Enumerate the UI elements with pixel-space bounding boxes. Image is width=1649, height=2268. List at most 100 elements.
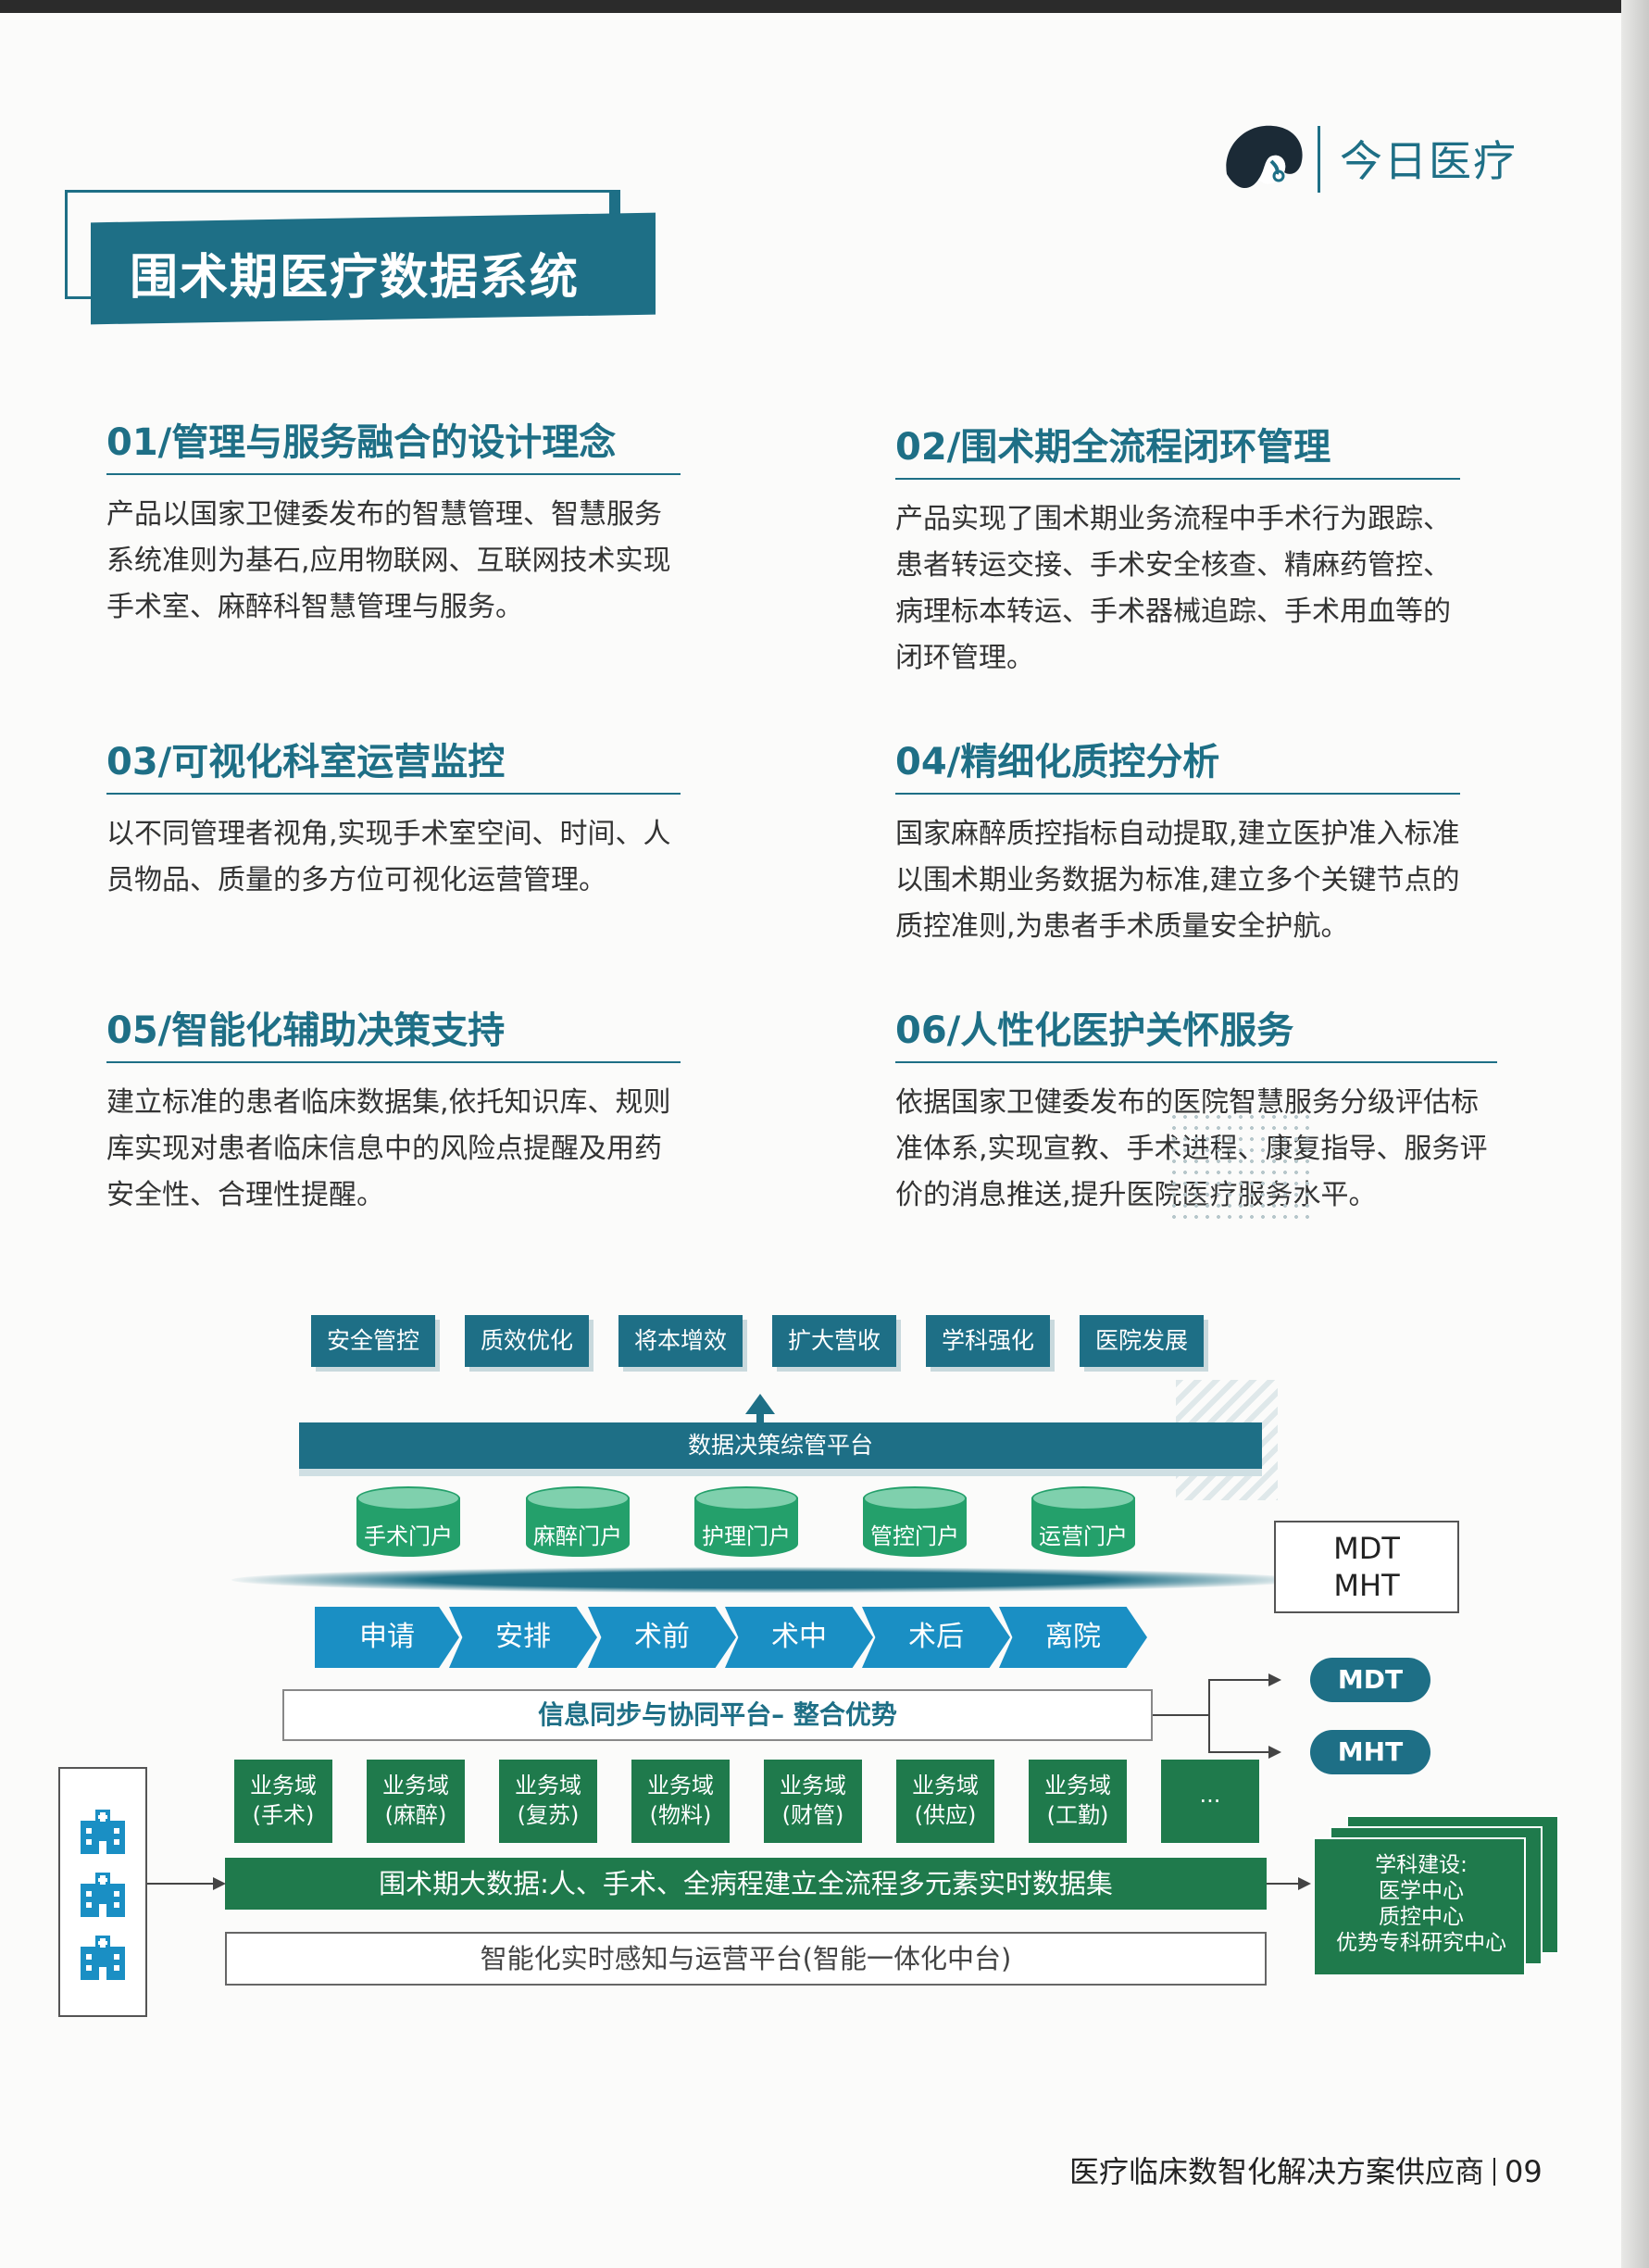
domain-ellipsis: ··· bbox=[1199, 1788, 1221, 1814]
domain-title: 业务域 bbox=[515, 1773, 581, 1798]
cylinder-top bbox=[356, 1486, 460, 1510]
connector-line bbox=[1208, 1679, 1273, 1681]
top-edge bbox=[0, 0, 1649, 13]
cylinder-top bbox=[694, 1486, 798, 1510]
domain-sub: (麻醉) bbox=[384, 1802, 447, 1828]
decision-platform-bar: 数据决策综管平台 bbox=[299, 1422, 1262, 1469]
architecture-diagram: 安全管控 质效优化 将本增效 扩大营收 学科强化 医院发展 数据决策综管平台 手… bbox=[56, 1315, 1574, 2037]
stack-line: 学科建设: bbox=[1375, 1853, 1468, 1877]
brand: 今日医疗 bbox=[1218, 119, 1523, 211]
footer-text: 医疗临床数智化解决方案供应商 bbox=[1069, 2154, 1485, 2189]
portal-label: 运营门户 bbox=[1039, 1523, 1128, 1549]
portal-cylinder: 手术门户 bbox=[356, 1486, 460, 1562]
flow-step: 术中 bbox=[725, 1607, 873, 1668]
cylinder-top bbox=[863, 1486, 967, 1510]
business-domain: 业务域 (手术) bbox=[234, 1760, 332, 1843]
domain-title: 业务域 bbox=[647, 1773, 714, 1798]
title-banner: 围术期医疗数据系统 bbox=[65, 190, 657, 325]
mht-label: MHT bbox=[1333, 1568, 1400, 1603]
sense-platform-bar: 智能化实时感知与运营平台(智能一体化中台) bbox=[225, 1932, 1267, 1986]
hospital-column bbox=[58, 1767, 147, 2017]
business-domain-more: ··· bbox=[1161, 1760, 1259, 1843]
section-02: 02/围术期全流程闭环管理 产品实现了围术期业务流程中手术行为跟踪、患者转运交接… bbox=[895, 417, 1460, 682]
flow-step: 申请 bbox=[315, 1607, 459, 1668]
mht-cloud: MHT bbox=[1310, 1730, 1430, 1774]
portal-cylinder: 护理门户 bbox=[694, 1486, 798, 1562]
up-arrow-icon bbox=[745, 1394, 775, 1414]
section-title: 02/围术期全流程闭环管理 bbox=[895, 417, 1460, 480]
brand-name: 今日医疗 bbox=[1340, 136, 1518, 186]
business-domain: 业务域 (复苏) bbox=[499, 1760, 597, 1843]
business-domain: 业务域 (物料) bbox=[631, 1760, 730, 1843]
goal-box: 医院发展 bbox=[1080, 1315, 1204, 1367]
sync-platform-bar: 信息同步与协同平台– 整合优势 bbox=[282, 1689, 1153, 1741]
section-title: 01/管理与服务融合的设计理念 bbox=[106, 412, 681, 475]
dot-pattern bbox=[1168, 1111, 1317, 1222]
section-05: 05/智能化辅助决策支持 建立标准的患者临床数据集,依托知识库、规则库实现对患者… bbox=[106, 1000, 681, 1219]
section-03: 03/可视化科室运营监控 以不同管理者视角,实现手术室空间、时间、人员物品、质量… bbox=[106, 732, 681, 904]
domain-title: 业务域 bbox=[1044, 1773, 1111, 1798]
cylinder-top bbox=[526, 1486, 630, 1510]
stack-line: 医学中心 bbox=[1379, 1879, 1464, 1903]
stack-sheet: 学科建设: 医学中心 质控中心 优势专科研究中心 bbox=[1313, 1837, 1526, 1976]
connector-line bbox=[1153, 1714, 1208, 1716]
domain-sub: (供应) bbox=[914, 1802, 977, 1828]
business-domain: 业务域 (麻醉) bbox=[367, 1760, 465, 1843]
flow-step: 离院 bbox=[999, 1607, 1147, 1668]
section-title: 03/可视化科室运营监控 bbox=[106, 732, 681, 795]
stack-line: 优势专科研究中心 bbox=[1336, 1931, 1506, 1955]
section-title: 04/精细化质控分析 bbox=[895, 732, 1460, 795]
portal-label: 护理门户 bbox=[702, 1523, 791, 1549]
section-title: 05/智能化辅助决策支持 bbox=[106, 1000, 681, 1063]
cylinder-top bbox=[1031, 1486, 1135, 1510]
arrow-right-icon bbox=[1268, 1673, 1281, 1686]
lens-divider bbox=[231, 1567, 1305, 1593]
brand-divider bbox=[1318, 126, 1320, 193]
section-body: 产品以国家卫健委发布的智慧管理、智慧服务系统准则为基石,应用物联网、互联网技术实… bbox=[106, 498, 671, 623]
connector-line bbox=[147, 1883, 219, 1885]
portal-cylinder: 运营门户 bbox=[1031, 1486, 1135, 1562]
section-body: 建立标准的患者临床数据集,依托知识库、规则库实现对患者临床信息中的风险点提醒及用… bbox=[106, 1086, 671, 1211]
domain-title: 业务域 bbox=[250, 1773, 317, 1798]
portal-label: 管控门户 bbox=[870, 1523, 959, 1549]
bigdata-bar: 围术期大数据:人、手术、全病程建立全流程多元素实时数据集 bbox=[225, 1858, 1267, 1910]
footer-separator bbox=[1493, 2158, 1496, 2186]
domain-title: 业务域 bbox=[780, 1773, 846, 1798]
portal-cylinder: 麻醉门户 bbox=[526, 1486, 630, 1562]
goal-box: 质效优化 bbox=[465, 1315, 589, 1367]
page-footer: 医疗临床数智化解决方案供应商 09 bbox=[1069, 2149, 1543, 2191]
goal-box: 将本增效 bbox=[618, 1315, 743, 1367]
connector-line bbox=[1208, 1751, 1273, 1753]
domain-sub: (物料) bbox=[649, 1802, 712, 1828]
page-number: 09 bbox=[1505, 2154, 1543, 2189]
business-domain: 业务域 (工勤) bbox=[1029, 1760, 1127, 1843]
doctor-head-logo-icon bbox=[1226, 125, 1303, 189]
domain-sub: (手术) bbox=[252, 1802, 315, 1828]
hospital-building-icon bbox=[75, 1871, 131, 1919]
domain-title: 业务域 bbox=[912, 1773, 979, 1798]
flow-step: 安排 bbox=[449, 1607, 597, 1668]
arrow-right-icon bbox=[1268, 1746, 1281, 1759]
portal-label: 麻醉门户 bbox=[533, 1523, 622, 1549]
section-body: 国家麻醉质控指标自动提取,建立医护准入标准以围术期业务数据为标准,建立多个关键节… bbox=[895, 818, 1460, 943]
section-body: 产品实现了围术期业务流程中手术行为跟踪、患者转运交接、手术安全核查、精麻药管控、… bbox=[895, 503, 1451, 674]
goal-box: 学科强化 bbox=[926, 1315, 1050, 1367]
hospital-building-icon bbox=[75, 1808, 131, 1856]
section-01: 01/管理与服务融合的设计理念 产品以国家卫健委发布的智慧管理、智慧服务系统准则… bbox=[106, 412, 681, 631]
section-body: 依据国家卫健委发布的医院智慧服务分级评估标准体系,实现宣教、手术进程、康复指导、… bbox=[895, 1086, 1488, 1211]
arrow-right-icon bbox=[213, 1877, 226, 1890]
mdt-cloud: MDT bbox=[1310, 1658, 1430, 1702]
page-title: 围术期医疗数据系统 bbox=[130, 250, 581, 306]
portal-label: 手术门户 bbox=[364, 1523, 453, 1549]
connector-line bbox=[1267, 1883, 1305, 1885]
mdt-mht-box: MDT MHT bbox=[1274, 1521, 1459, 1613]
portal-cylinder: 管控门户 bbox=[863, 1486, 967, 1562]
page-edge bbox=[1621, 0, 1649, 2268]
stack-text: 学科建设: 医学中心 质控中心 优势专科研究中心 bbox=[1315, 1839, 1528, 1978]
connector-line bbox=[1208, 1679, 1210, 1753]
arrow-right-icon bbox=[1298, 1877, 1311, 1890]
center-stack: 学科建设: 医学中心 质控中心 优势专科研究中心 bbox=[1313, 1815, 1563, 1982]
mdt-label: MDT bbox=[1333, 1531, 1400, 1566]
section-06: 06/人性化医护关怀服务 依据国家卫健委发布的医院智慧服务分级评估标准体系,实现… bbox=[895, 1000, 1497, 1219]
